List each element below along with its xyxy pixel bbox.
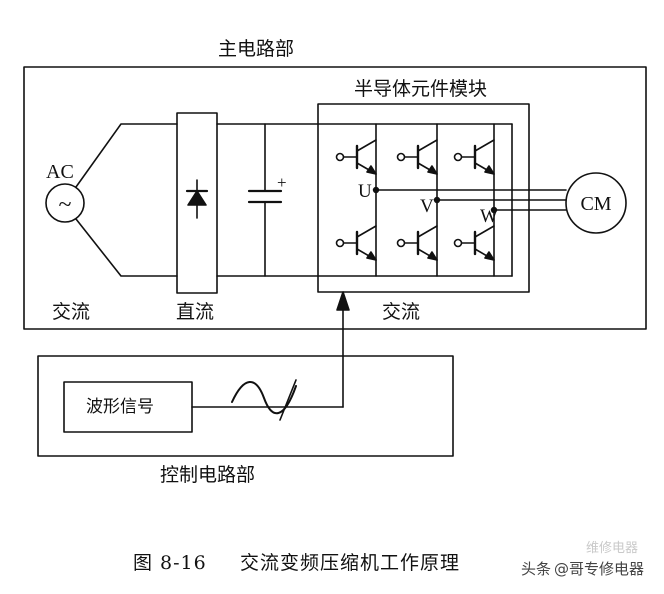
stage-label-ac-output: 交流 xyxy=(382,301,421,323)
control-signal-arrowhead xyxy=(336,291,350,311)
transistor-leg-v xyxy=(396,123,441,277)
phase-label-u: U xyxy=(358,181,372,202)
ac-lead-bottom xyxy=(75,218,178,277)
compressor-motor-label: CM xyxy=(580,193,611,215)
main-circuit-title: 主电路部 xyxy=(218,38,295,60)
control-circuit-title: 控制电路部 xyxy=(160,464,256,486)
watermark-source: 头条 xyxy=(521,560,552,578)
capacitor-polarity: + xyxy=(277,173,287,192)
semiconductor-module-title: 半导体元件模块 xyxy=(354,78,488,100)
transistor-leg-u xyxy=(335,123,380,277)
ac-source-label: AC xyxy=(46,161,74,183)
waveform-signal-label: 波形信号 xyxy=(86,397,154,417)
rectifier-diode-symbol xyxy=(187,190,207,206)
phase-label-w: W xyxy=(480,206,498,227)
watermark-account: @哥专修电器 xyxy=(554,560,645,578)
ac-source-symbol xyxy=(45,183,85,223)
ac-source-glyph: ~ xyxy=(59,192,72,218)
sine-wave-icon xyxy=(231,381,297,415)
stage-label-dc: 直流 xyxy=(176,301,215,323)
compressor-motor-symbol xyxy=(565,172,627,234)
watermark-faint: 维修电器 xyxy=(586,541,639,556)
phase-label-v: V xyxy=(420,196,434,217)
sine-wave-slash xyxy=(279,379,297,421)
figure-number: 图 8-16 xyxy=(133,552,207,574)
rectifier-block xyxy=(176,112,218,294)
stage-label-ac-input: 交流 xyxy=(52,301,91,323)
main-circuit-frame xyxy=(23,66,647,330)
semiconductor-module-frame xyxy=(317,103,530,293)
figure-caption: 交流变频压缩机工作原理 xyxy=(240,552,461,574)
ac-lead-top xyxy=(75,123,178,188)
control-circuit-frame xyxy=(37,355,454,457)
